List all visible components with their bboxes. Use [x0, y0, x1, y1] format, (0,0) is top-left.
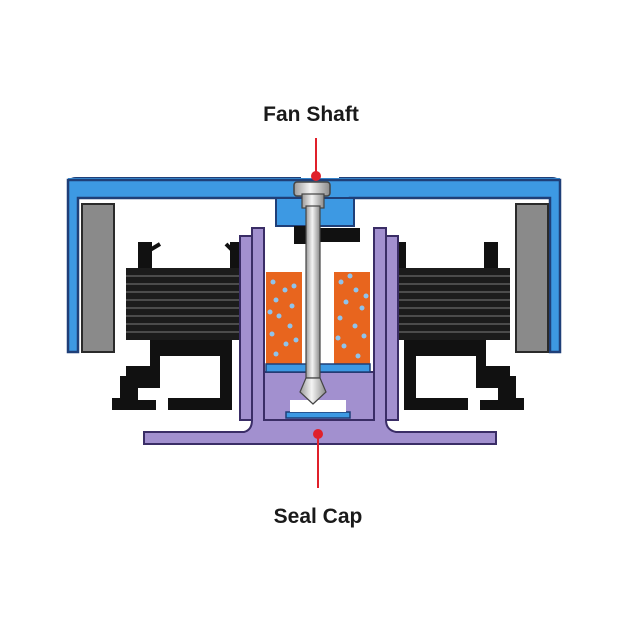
callout-dot-bottom: [313, 429, 323, 439]
seal-cap-label: Seal Cap: [273, 505, 363, 528]
callout-dot-top: [311, 171, 321, 181]
fan-shaft-label: Fan Shaft: [263, 103, 359, 126]
seal-cap-cavity: [290, 400, 346, 412]
bracket-right: [404, 340, 524, 410]
stator-left: [126, 242, 254, 340]
oil-sleeve-right: [334, 272, 370, 370]
fan-shaft: [293, 181, 331, 405]
stator-right: [382, 242, 510, 340]
bracket-left: [112, 340, 232, 410]
oil-dots: [267, 273, 369, 359]
shaft-retainer-inner: [294, 226, 306, 244]
housing-left-wall: [239, 235, 253, 421]
housing-right-wall: [385, 235, 399, 421]
magnet-right: [515, 203, 549, 353]
seal-cap: [285, 411, 351, 419]
oil-sleeve-left: [266, 272, 302, 370]
magnet-left: [81, 203, 115, 353]
